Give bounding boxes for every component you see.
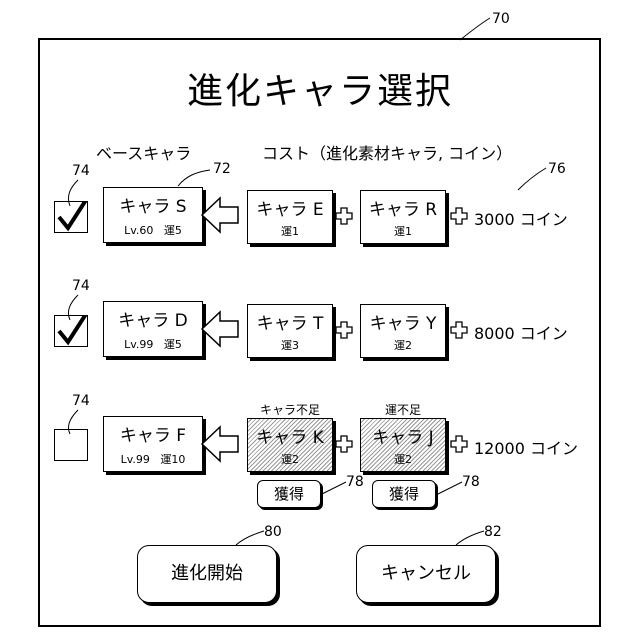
character-luck: 運2 (361, 451, 445, 467)
material-character-card[interactable]: キャラ Y 運2 (360, 304, 446, 358)
material-character-card[interactable]: キャラ K 運2 (247, 418, 333, 472)
cost-group-ref-label: 76 (548, 161, 566, 177)
character-name: キャラ D (104, 306, 202, 331)
character-name: キャラ F (104, 421, 202, 446)
cancel-button-ref-label: 82 (484, 524, 502, 540)
character-name: キャラ T (248, 309, 332, 334)
plus-icon (450, 435, 468, 453)
character-luck: 運2 (248, 451, 332, 467)
acquire-button[interactable]: 獲得 (372, 480, 436, 508)
plus-icon (450, 207, 468, 225)
coin-cost: 12000 コイン (474, 435, 578, 459)
character-luck: 運1 (248, 223, 332, 239)
row-3-checkbox[interactable] (54, 429, 88, 461)
character-name: キャラ E (248, 195, 332, 220)
coin-cost: 8000 コイン (474, 320, 568, 344)
material-character-card[interactable]: キャラ T 運3 (247, 304, 333, 358)
acquire-button[interactable]: 獲得 (257, 480, 321, 508)
character-name: キャラ Y (361, 309, 445, 334)
coin-cost: 3000 コイン (474, 206, 568, 230)
character-luck: 運5 (164, 224, 182, 237)
base-character-card[interactable]: キャラ S Lv.60 運5 (103, 187, 203, 243)
arrow-left-icon (200, 424, 240, 464)
character-luck: 運1 (361, 223, 445, 239)
character-luck: 運2 (361, 337, 445, 353)
character-name: キャラ S (104, 192, 202, 217)
row-1-checkbox[interactable] (54, 201, 88, 233)
character-name: キャラ K (248, 423, 332, 448)
material-character-card[interactable]: キャラ R 運1 (360, 190, 446, 244)
character-name: キャラ R (361, 195, 445, 220)
plus-icon (335, 435, 353, 453)
plus-icon (335, 321, 353, 339)
base-character-card[interactable]: キャラ D Lv.99 運5 (103, 301, 203, 357)
cancel-button[interactable]: キャンセル (356, 545, 496, 603)
checkbox-ref-label: 74 (72, 393, 90, 409)
character-name: キャラ J (361, 423, 445, 448)
figure-number: 70 (492, 11, 510, 27)
arrow-left-icon (200, 309, 240, 349)
acquire-button-ref-label: 78 (462, 474, 480, 490)
shortage-note: キャラ不足 (247, 401, 333, 418)
cost-header: コスト（進化素材キャラ, コイン） (262, 140, 512, 164)
checkmark-icon (55, 202, 89, 234)
shortage-note: 運不足 (360, 401, 446, 418)
row-2-checkbox[interactable] (54, 315, 88, 347)
acquire-button-ref-label: 78 (346, 474, 364, 490)
page-title: 進化キャラ選択 (0, 62, 640, 114)
arrow-left-icon (200, 195, 240, 235)
plus-icon (450, 321, 468, 339)
character-luck: 運5 (164, 338, 182, 351)
base-character-header: ベースキャラ (96, 140, 191, 164)
checkbox-ref-label: 74 (72, 163, 90, 179)
character-luck: 運3 (248, 337, 332, 353)
character-luck: 運10 (160, 453, 185, 466)
material-character-card[interactable]: キャラ E 運1 (247, 190, 333, 244)
material-character-card[interactable]: キャラ J 運2 (360, 418, 446, 472)
start-button-ref-label: 80 (264, 524, 282, 540)
base-character-card[interactable]: キャラ F Lv.99 運10 (103, 416, 203, 472)
character-level: Lv.99 (124, 338, 153, 351)
start-evolution-button[interactable]: 進化開始 (137, 545, 277, 603)
character-level: Lv.99 (121, 453, 150, 466)
checkmark-icon (55, 316, 89, 348)
checkbox-ref-label: 74 (72, 278, 90, 294)
character-level: Lv.60 (124, 224, 153, 237)
base-card-ref-label: 72 (213, 161, 231, 177)
plus-icon (335, 207, 353, 225)
